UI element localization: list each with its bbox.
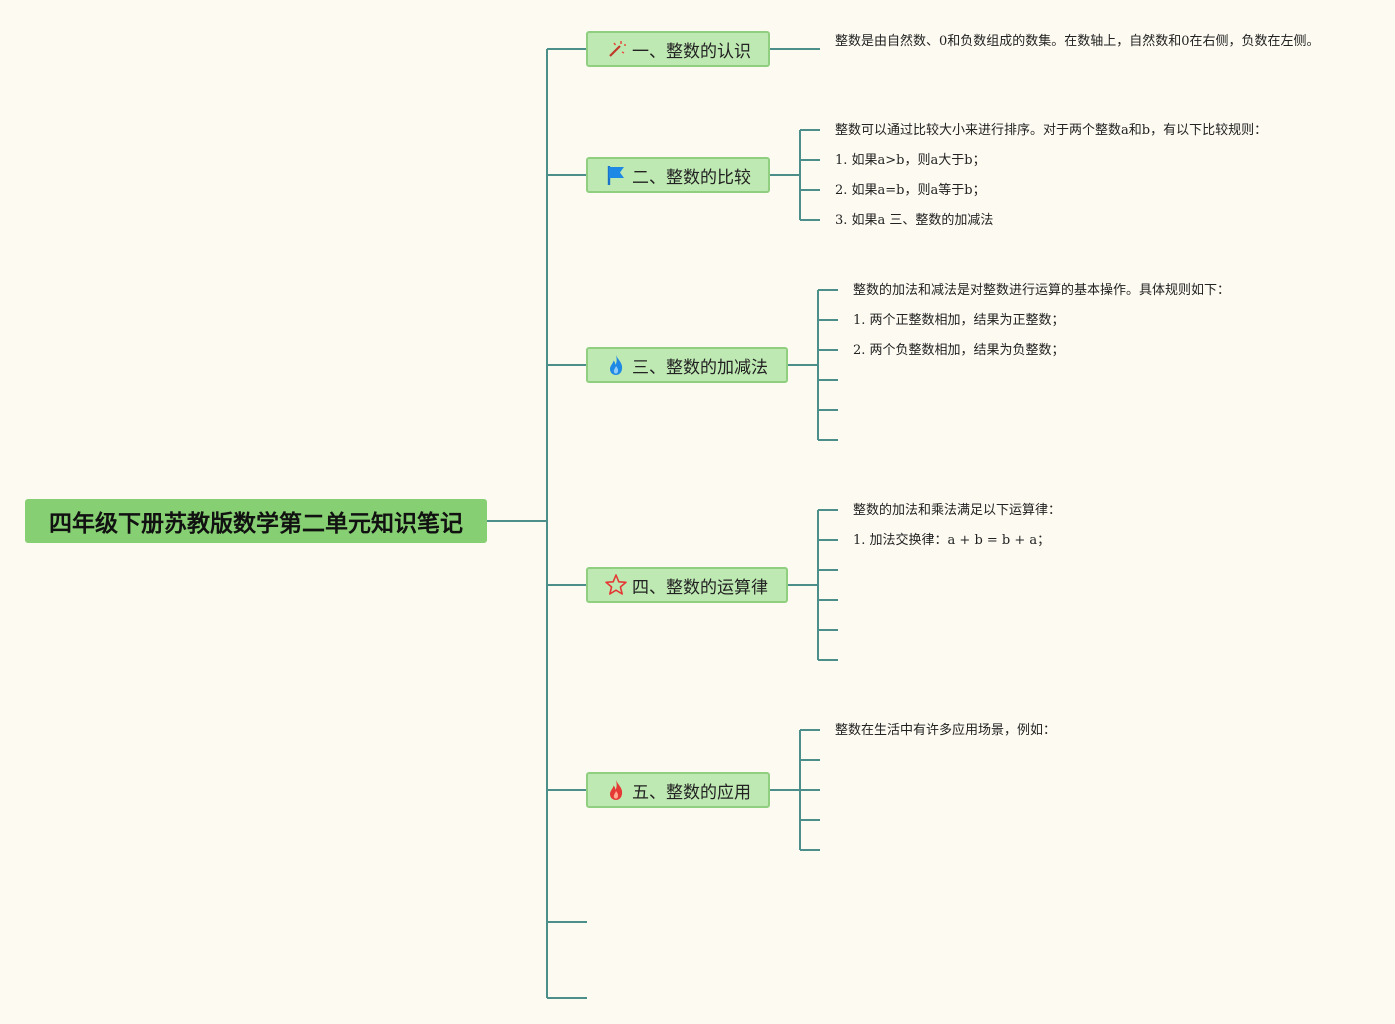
topic-operation-laws[interactable]: 四、整数的运算律 — [586, 567, 788, 603]
star-icon — [604, 573, 628, 597]
topic-label: 一、整数的认识 — [632, 41, 751, 62]
topic-addition-subtraction[interactable]: 三、整数的加减法 — [586, 347, 788, 383]
blue-flag-icon — [604, 163, 628, 187]
note: 2. 如果a=b，则a等于b； — [835, 183, 986, 198]
note: 整数的加法和减法是对整数进行运算的基本操作。具体规则如下： — [853, 283, 1231, 298]
connector-notes-5 — [770, 729, 820, 851]
note: 1. 如果a>b，则a大于b； — [835, 153, 986, 168]
note: 2. 两个负整数相加，结果为负整数； — [853, 343, 1065, 358]
topic-integer-recognition[interactable]: 一、整数的认识 — [586, 31, 770, 67]
note: 整数是由自然数、0和负数组成的数集。在数轴上，自然数和0在右侧，负数在左侧。 — [835, 34, 1320, 49]
note: 3. 如果a 三、整数的加减法 — [835, 213, 994, 228]
topic-label: 五、整数的应用 — [632, 782, 751, 803]
connector-notes-2 — [770, 129, 820, 221]
root-topic[interactable]: 四年级下册苏教版数学第二单元知识笔记 — [25, 499, 487, 543]
red-flame-icon — [604, 778, 628, 802]
note: 1. 加法交换律：a + b = b + a； — [853, 533, 1051, 548]
topic-label: 二、整数的比较 — [632, 167, 751, 188]
connector-notes-3 — [788, 289, 838, 441]
topic-label: 三、整数的加减法 — [632, 357, 768, 378]
note: 整数的加法和乘法满足以下运算律： — [853, 503, 1062, 518]
note: 1. 两个正整数相加，结果为正整数； — [853, 313, 1065, 328]
magic-wand-icon — [604, 37, 628, 61]
topic-integer-applications[interactable]: 五、整数的应用 — [586, 772, 770, 808]
topic-label: 四、整数的运算律 — [632, 577, 768, 598]
blue-flame-icon — [604, 353, 628, 377]
note: 整数在生活中有许多应用场景，例如： — [835, 723, 1057, 738]
topic-integer-comparison[interactable]: 二、整数的比较 — [586, 157, 770, 193]
connector-notes-4 — [788, 509, 838, 661]
note: 整数可以通过比较大小来进行排序。对于两个整数a和b，有以下比较规则： — [835, 123, 1268, 138]
